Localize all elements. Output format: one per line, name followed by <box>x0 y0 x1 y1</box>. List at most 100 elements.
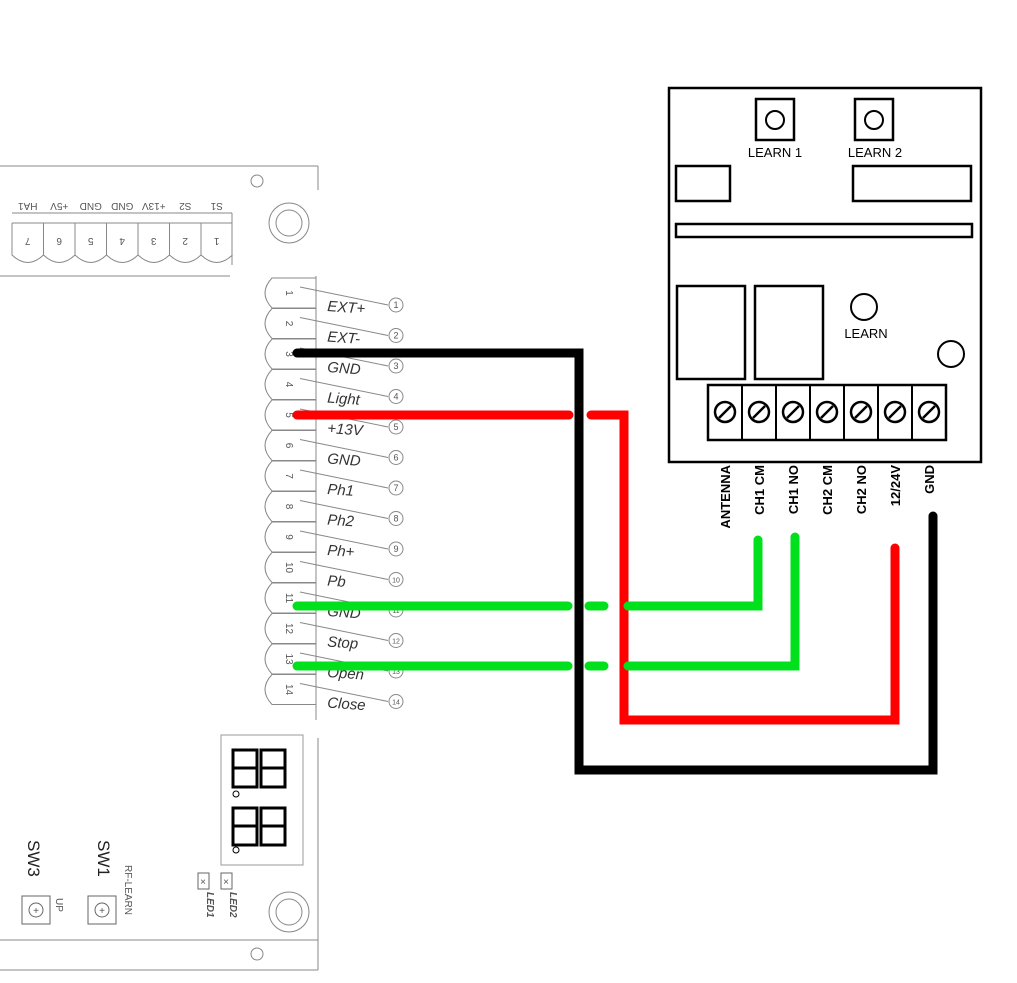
receiver-terminal-label: CH1 NO <box>786 465 801 514</box>
terminal-circle-number: 11 <box>392 608 399 615</box>
learn1-label: LEARN 1 <box>748 145 802 160</box>
screw-top <box>268 202 310 244</box>
terminal-label: Ph1 <box>327 481 355 500</box>
terminal-number: 2 <box>283 321 294 327</box>
terminal-number: 7 <box>283 473 294 479</box>
receiver-terminal-label: CH2 NO <box>854 465 869 514</box>
sw1-caption: RF-LEARN <box>122 865 133 915</box>
seven-segment-display <box>220 734 304 866</box>
terminal-label: Ph2 <box>327 512 355 531</box>
sw1-label: SW1 <box>94 840 113 877</box>
red-wire-light-to-12v <box>292 410 900 725</box>
terminal-label: GND <box>327 451 362 470</box>
learn2-label: LEARN 2 <box>848 145 902 160</box>
green-wire-open-to-ch1no <box>292 532 800 671</box>
terminal-number: 12 <box>283 623 294 635</box>
learn-label: LEARN <box>844 326 887 341</box>
controller-board <box>0 165 319 971</box>
terminal-label: GND <box>327 359 362 378</box>
top-header-label: GND <box>111 200 133 211</box>
top-header-pin-number: 1 <box>214 235 220 246</box>
wires <box>292 348 938 775</box>
receiver-screw <box>883 400 907 424</box>
top-header-pin-number: 3 <box>151 235 157 246</box>
terminal-circle-number: 3 <box>393 361 398 371</box>
terminal-label: Ph+ <box>327 542 355 561</box>
led1-label: LED1 <box>204 892 215 918</box>
terminal-label: Stop <box>327 634 359 653</box>
receiver-terminal-label: CH2 CM <box>820 465 835 515</box>
terminal-number: 3 <box>283 351 294 357</box>
terminal-number: 9 <box>283 534 294 540</box>
top-header-label: S2 <box>179 200 192 211</box>
terminal-number: 14 <box>283 684 294 696</box>
screw-bottom <box>268 891 310 933</box>
receiver-terminal-label: 12/24V <box>888 465 903 507</box>
svg-text:+: + <box>33 906 39 917</box>
mounting-hole-bottom <box>250 947 264 961</box>
terminal-number: 11 <box>283 593 294 604</box>
receiver-screw <box>781 400 805 424</box>
top-header-pin-number: 6 <box>56 235 62 246</box>
top-header-label: GND <box>80 200 102 211</box>
terminal-number: 6 <box>283 443 294 449</box>
receiver-screw <box>849 400 873 424</box>
terminal-circle-number: 1 <box>393 300 398 310</box>
receiver-screw <box>815 400 839 424</box>
green-wire-gnd-to-ch1cm <box>292 535 763 611</box>
terminal-number: 10 <box>283 562 294 574</box>
terminal-circle-number: 12 <box>392 639 400 646</box>
led2-label: LED2 <box>227 892 238 918</box>
sw3-caption: UP <box>53 898 64 912</box>
terminal-label: Light <box>327 390 361 409</box>
terminal-label: +13V <box>327 420 366 440</box>
top-header-label: +5V <box>50 200 68 211</box>
top-header-pin-number: 5 <box>88 235 94 246</box>
receiver-screw <box>747 400 771 424</box>
top-header-pin-number: 4 <box>119 235 125 246</box>
terminal-label: EXT+ <box>327 298 366 318</box>
top-header-pin-number: 7 <box>25 235 31 246</box>
black-wire-gnd <box>292 348 938 775</box>
terminal-circle-number: 8 <box>393 514 398 524</box>
terminal-circle-number: 2 <box>393 331 398 341</box>
receiver-screw <box>713 400 737 424</box>
terminal-label: Close <box>327 695 366 715</box>
terminal-circle-number: 5 <box>393 422 398 432</box>
terminal-label: EXT- <box>327 329 361 348</box>
led-indicators: × × LED1 LED2 <box>197 872 238 918</box>
terminal-number: 13 <box>283 653 294 665</box>
terminal-circle-number: 9 <box>393 544 398 554</box>
switches: SW3 + UP SW1 + RF-LEARN <box>21 840 133 925</box>
top-header-label: HA1 <box>18 200 38 211</box>
terminal-circle-number: 6 <box>393 453 398 463</box>
svg-text:×: × <box>223 877 229 888</box>
terminal-circle-number: 13 <box>392 669 400 676</box>
receiver-screw <box>917 400 941 424</box>
terminal-circle-number: 4 <box>393 392 398 402</box>
terminal-number: 8 <box>283 504 294 510</box>
terminal-circle-number: 14 <box>392 700 400 707</box>
terminal-number: 4 <box>283 382 294 388</box>
receiver-terminal-label: ANTENNA <box>718 464 733 528</box>
svg-text:+: + <box>99 906 105 917</box>
terminal-circle-number: 7 <box>393 483 398 493</box>
top-header-pin-number: 2 <box>182 235 188 246</box>
terminal-number: 1 <box>283 290 294 296</box>
mounting-hole-top <box>250 174 264 188</box>
top-header-label: S1 <box>210 200 223 211</box>
terminal-circle-number: 10 <box>392 578 400 585</box>
terminal-9: 9Ph+9 <box>264 521 404 561</box>
